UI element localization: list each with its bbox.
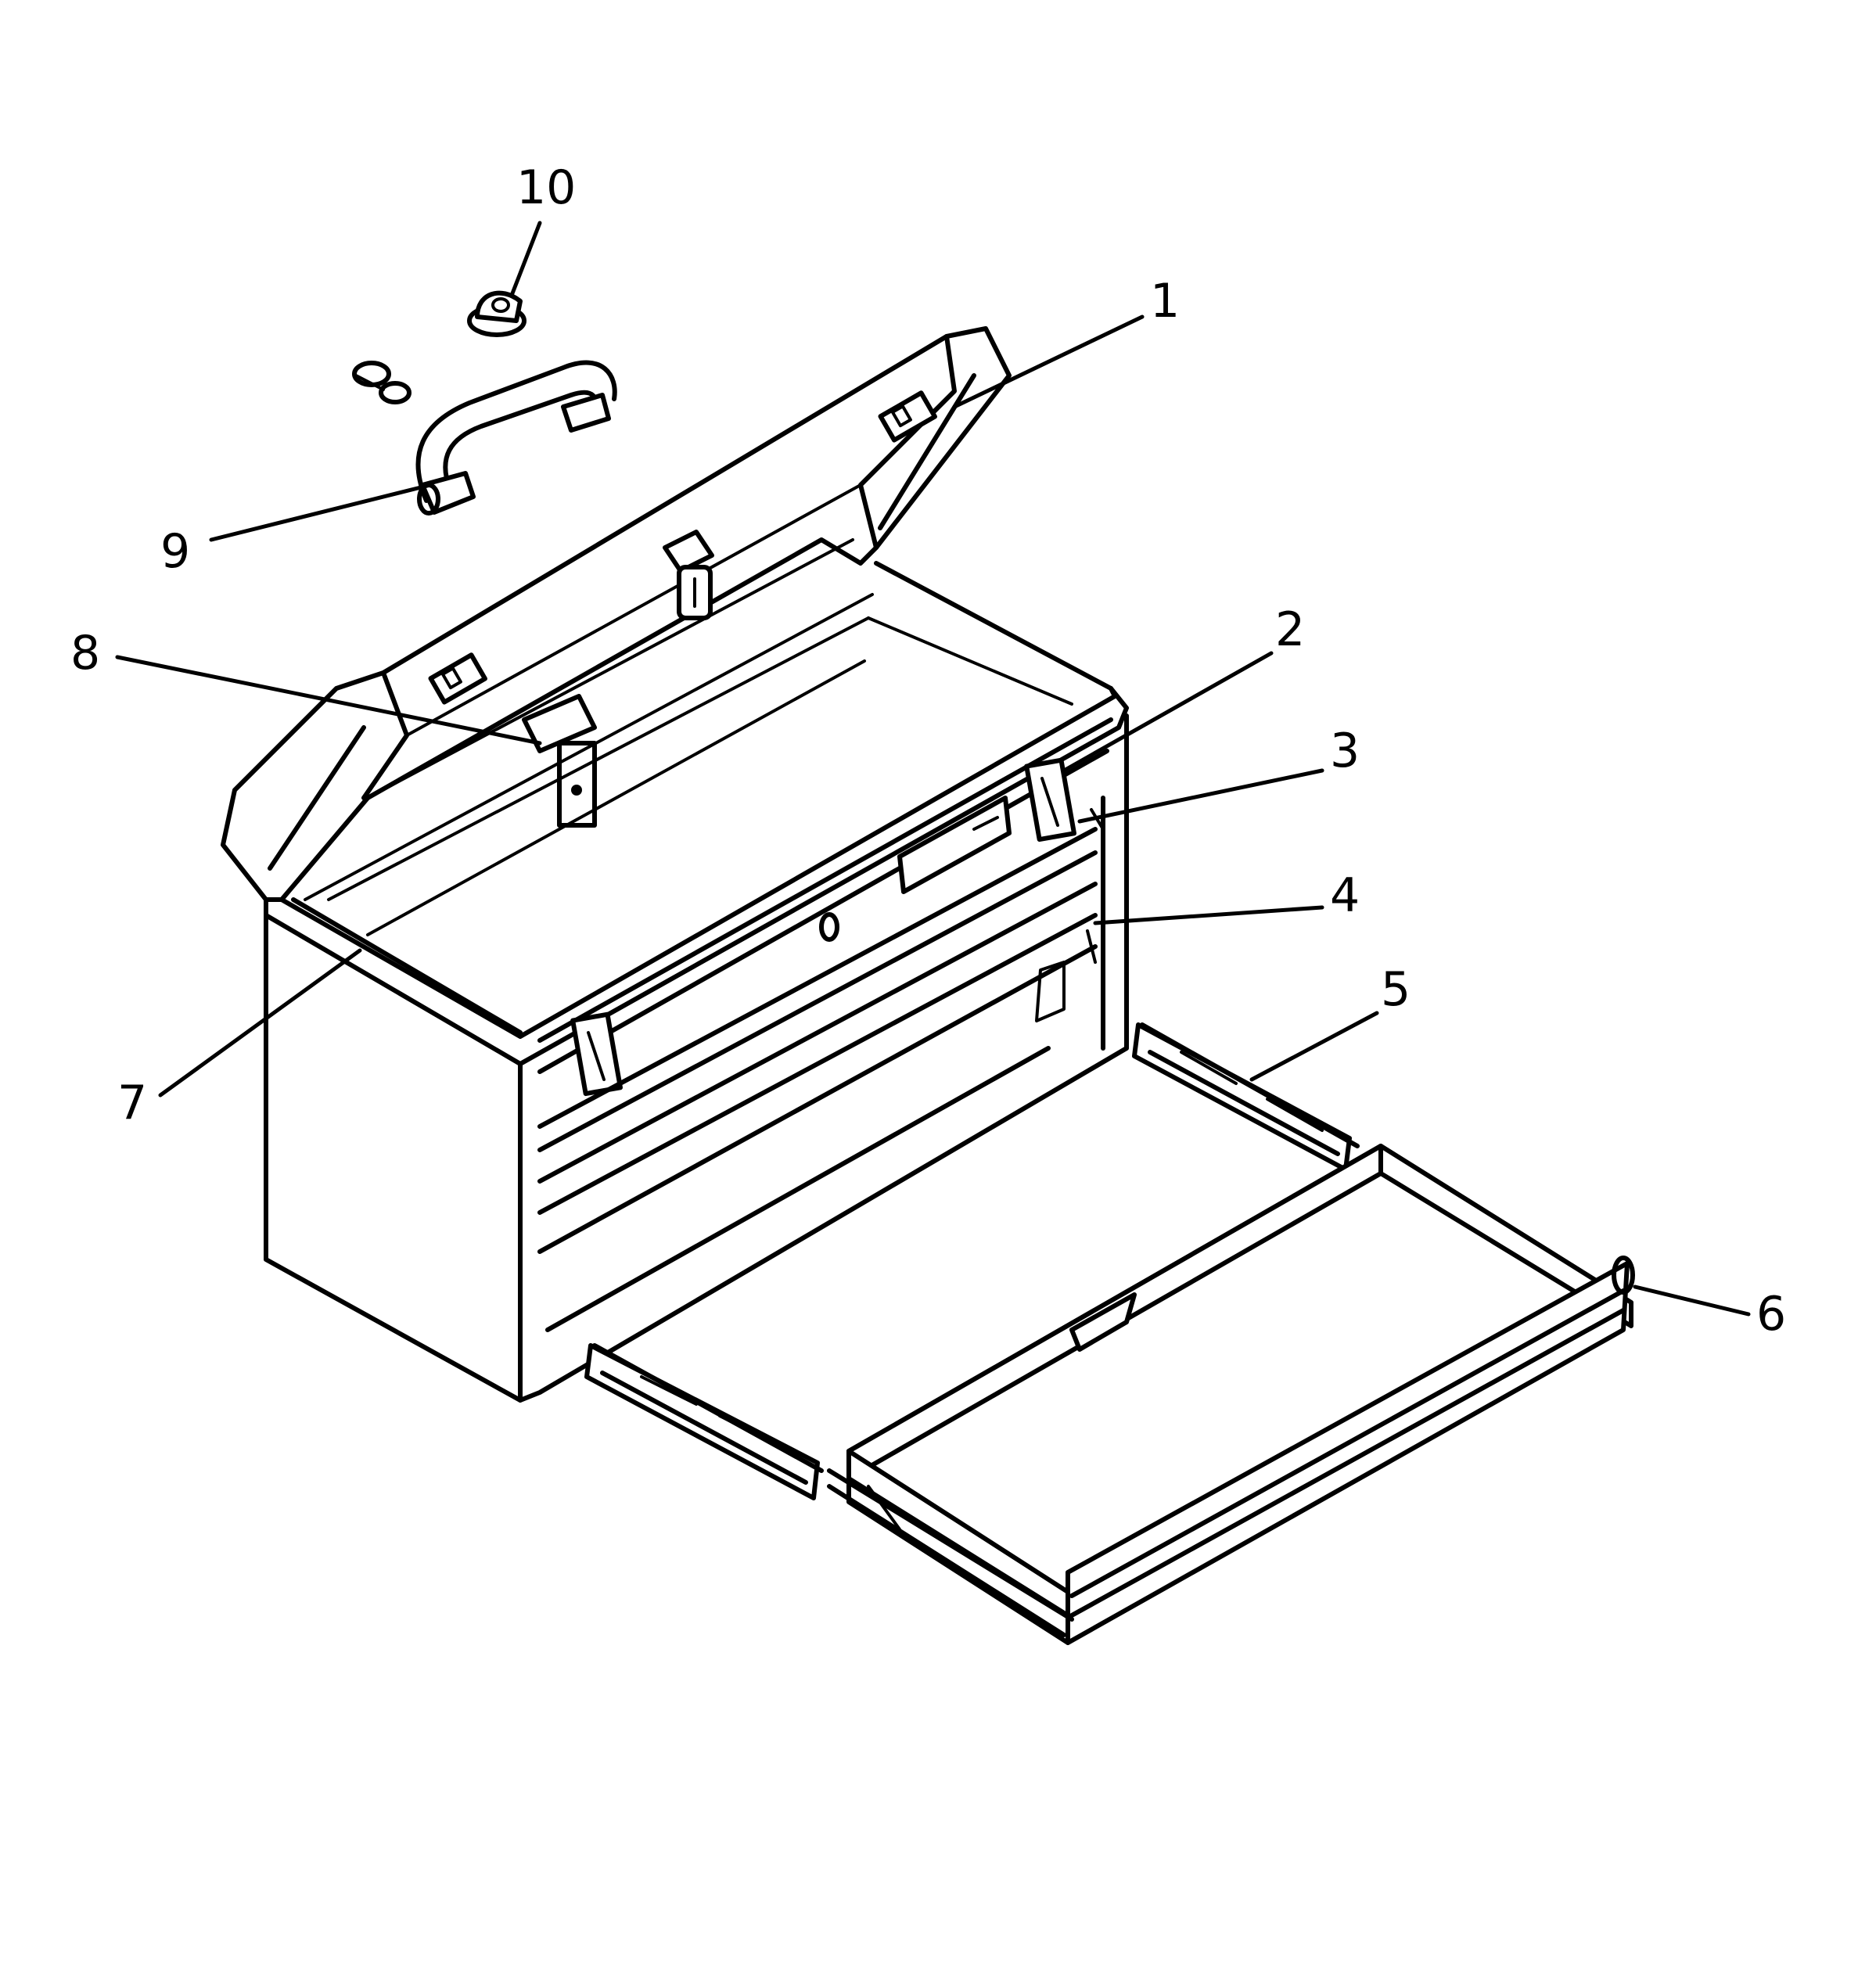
- drawer-slide-5: [1132, 1022, 1360, 1172]
- leader-7: [158, 948, 362, 1098]
- leader-4: [1093, 905, 1324, 925]
- callout-7: 7: [117, 1076, 147, 1130]
- callout-9: 9: [160, 524, 190, 579]
- callout-6: 6: [1756, 1287, 1786, 1342]
- drawer-fronts: [537, 796, 1105, 1332]
- callout-labels: 1 2 3 4 5 6 7 8 9 10: [70, 160, 1786, 1342]
- name-plate: [897, 796, 1012, 894]
- drawer-6: [827, 1144, 1635, 1645]
- leader-6: [1633, 1284, 1751, 1317]
- drawer-slide-left: [584, 1343, 824, 1500]
- leader-5: [1249, 1011, 1379, 1082]
- callout-1: 1: [1150, 274, 1180, 329]
- leader-9: [209, 483, 433, 542]
- slide-4: [1086, 929, 1097, 964]
- front-latch-right-2: [1024, 757, 1076, 842]
- lock-10: [467, 290, 527, 337]
- front-catch: [819, 912, 839, 942]
- callout-3: 3: [1330, 724, 1360, 778]
- latch-8: [522, 694, 597, 828]
- callout-10: 10: [516, 160, 576, 215]
- handle-9: [415, 360, 617, 516]
- chest-body: [264, 561, 1129, 1403]
- leader-2: [1062, 651, 1274, 773]
- leader-10: [510, 221, 542, 296]
- lid-latch-center: [663, 530, 714, 620]
- leader-8: [115, 655, 542, 745]
- front-latch-left: [570, 1011, 623, 1097]
- callout-8: 8: [70, 626, 100, 681]
- lid-hasp-left: [428, 652, 487, 705]
- lid-hasp-right: [878, 390, 937, 443]
- handle-screws: [352, 361, 411, 404]
- leader-1: [952, 314, 1145, 409]
- callout-leaders: [115, 221, 1751, 1317]
- callout-2: 2: [1275, 602, 1305, 657]
- callout-5: 5: [1381, 962, 1411, 1017]
- callout-4: 4: [1330, 868, 1360, 923]
- leader-3: [1077, 768, 1324, 824]
- chest-lid: [221, 326, 1012, 902]
